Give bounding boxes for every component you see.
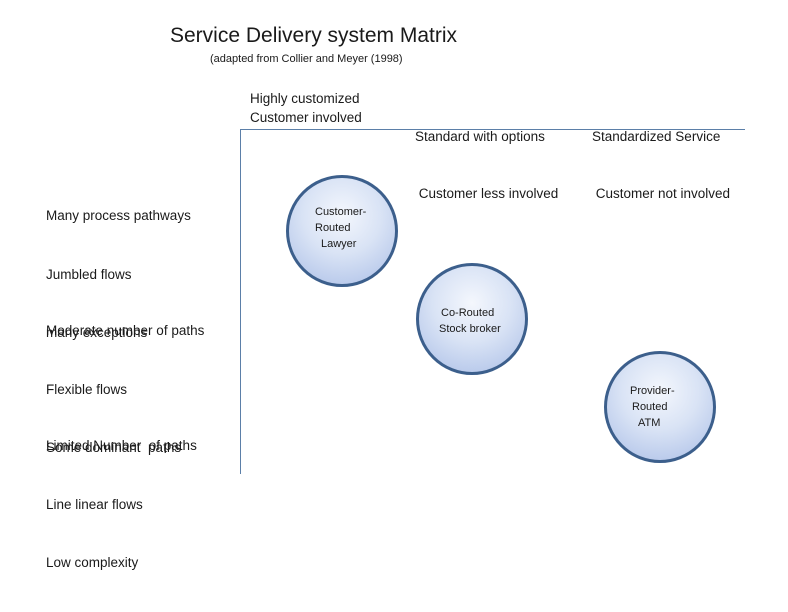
- column-header-line: Customer involved: [250, 110, 362, 125]
- node-label-line: Co-Routed: [441, 307, 495, 319]
- node-customer-routed: Customer- Routed Lawyer: [286, 175, 398, 287]
- row-header-limited-paths: Limited Number of paths Line linear flow…: [46, 397, 197, 612]
- row-header-moderate-paths: Moderate number of paths Flexible flows …: [46, 282, 204, 497]
- vertical-axis-line: [240, 129, 241, 474]
- column-header-highly-customized: Highly customized Customer involved: [250, 89, 362, 127]
- column-header-line: Customer not involved: [592, 186, 731, 201]
- node-label-line: Stock broker: [439, 323, 501, 335]
- node-label: Customer- Routed Lawyer: [313, 204, 366, 252]
- diagram-subtitle: (adapted from Collier and Meyer (1998): [210, 53, 403, 65]
- row-header-line: Jumbled flows: [46, 266, 132, 282]
- row-header-line: Low complexity: [46, 555, 139, 570]
- node-label: Provider- Routed ATM: [630, 383, 675, 431]
- node-label-line: Provider-: [630, 385, 675, 397]
- column-header-standardized-service: Standardized Service Customer not involv…: [592, 89, 730, 241]
- row-header-many-pathways: Many process pathways Jumbled flows many…: [46, 167, 191, 382]
- column-header-line: Standardized Service: [592, 129, 721, 144]
- node-label-line: Routed: [315, 222, 351, 234]
- row-header-line: Moderate number of paths: [46, 323, 205, 338]
- row-header-line: Many process pathways: [46, 208, 191, 223]
- horizontal-axis-line: [240, 129, 745, 130]
- row-header-line: many exceptions: [46, 325, 148, 340]
- diagram-title: Service Delivery system Matrix: [170, 24, 458, 47]
- row-header-line: Some dominant paths: [46, 440, 182, 455]
- row-header-line: Flexible flows: [46, 381, 128, 397]
- column-header-line: Customer less involved: [415, 186, 559, 201]
- node-label-line: ATM: [638, 417, 661, 429]
- row-header-line: Line linear flows: [46, 496, 143, 512]
- column-header-line: Standard with options: [415, 129, 545, 144]
- node-label: Co-Routed Stock broker: [439, 305, 501, 337]
- column-header-line: Highly customized: [250, 91, 360, 106]
- row-header-line: Limited Number of paths: [46, 438, 197, 453]
- node-label-line: Lawyer: [321, 238, 357, 250]
- node-provider-routed: Provider- Routed ATM: [604, 351, 716, 463]
- node-co-routed: Co-Routed Stock broker: [416, 263, 528, 375]
- column-header-standard-with-options: Standard with options Customer less invo…: [415, 89, 558, 241]
- node-label-line: Customer-: [315, 206, 367, 218]
- node-label-line: Routed: [632, 401, 668, 413]
